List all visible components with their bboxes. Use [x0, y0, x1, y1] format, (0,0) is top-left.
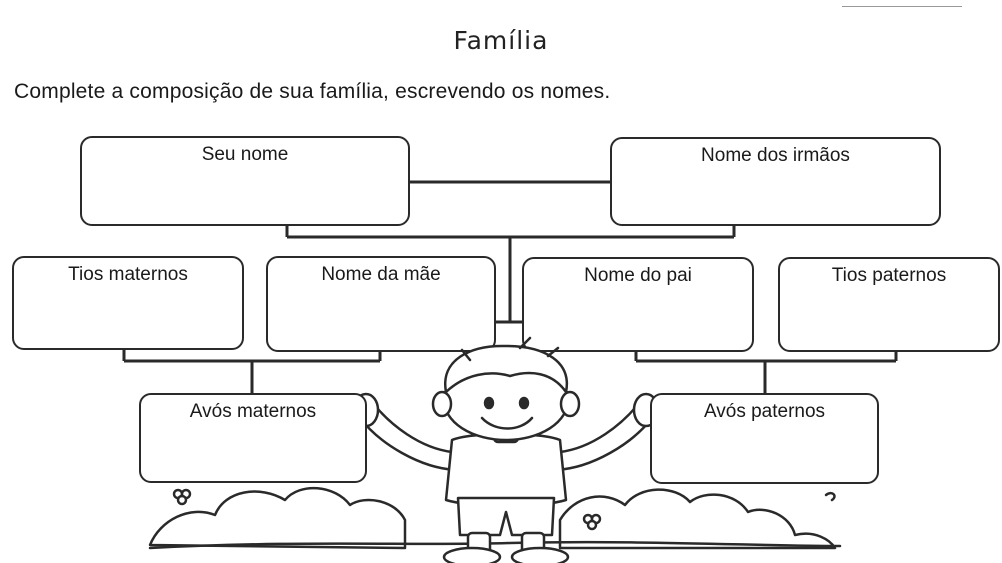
- box-label: Tios maternos: [68, 264, 188, 285]
- box-label: Avós paternos: [703, 401, 826, 422]
- box-seu-nome[interactable]: Seu nome: [80, 136, 410, 226]
- box-label: Tios paternos: [831, 265, 947, 286]
- box-nome-da-mae[interactable]: Nome da mãe: [266, 256, 496, 352]
- box-label: Nome do pai: [584, 265, 692, 286]
- box-avos-paternos[interactable]: Avós paternos: [650, 393, 879, 484]
- box-tios-maternos[interactable]: Tios maternos: [12, 256, 244, 350]
- box-nome-dos-irmaos[interactable]: Nome dos irmãos: [610, 137, 941, 226]
- box-avos-maternos[interactable]: Avós maternos: [139, 393, 367, 483]
- instruction-text: Complete a composição de sua família, es…: [14, 80, 611, 103]
- box-label: Nome dos irmãos: [701, 145, 850, 166]
- box-label: Seu nome: [201, 144, 289, 165]
- box-label: Nome da mãe: [321, 264, 441, 285]
- page-title: Família: [453, 26, 549, 55]
- box-nome-do-pai[interactable]: Nome do pai: [522, 257, 754, 352]
- box-label: Avós maternos: [189, 401, 317, 422]
- scan-edge-line: [842, 6, 962, 7]
- box-tios-paternos[interactable]: Tios paternos: [778, 257, 1000, 352]
